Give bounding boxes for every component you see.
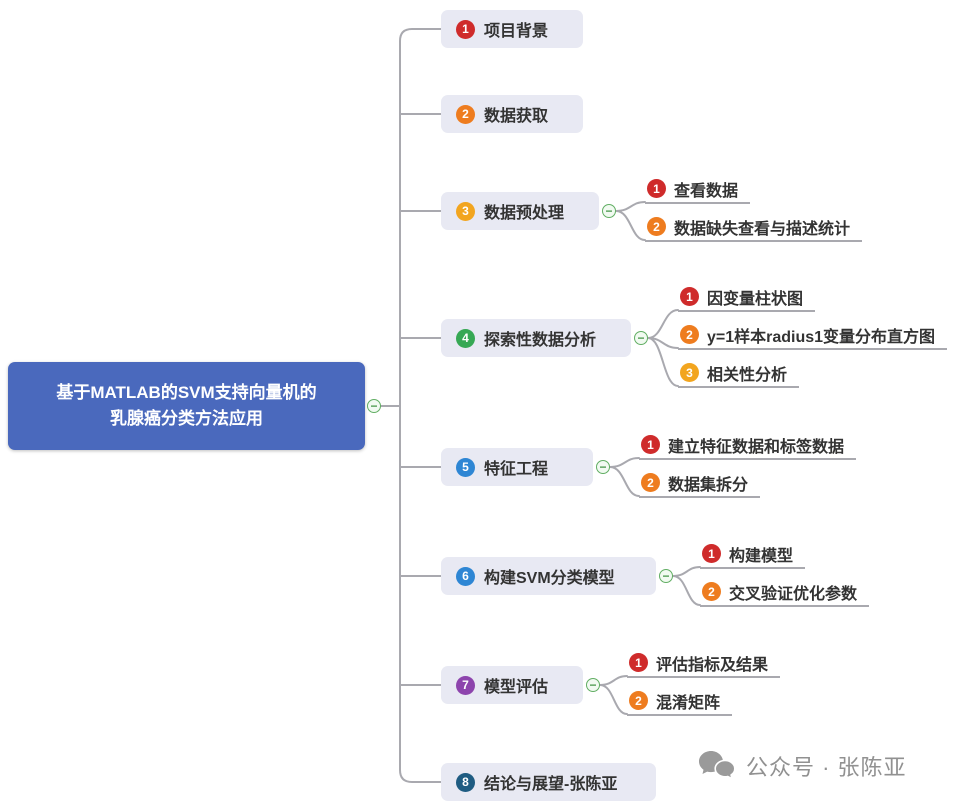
branch-build-svm-model[interactable]: 6 构建SVM分类模型 — [441, 557, 656, 595]
number-1-badge-icon: 1 — [680, 287, 699, 306]
minus-icon: − — [605, 204, 613, 218]
child-radius1-histogram[interactable]: 2 y=1样本radius1变量分布直方图 — [678, 323, 948, 350]
child-label: y=1样本radius1变量分布直方图 — [707, 328, 936, 346]
child-label: 数据缺失查看与描述统计 — [674, 220, 851, 238]
minus-icon: − — [637, 331, 645, 345]
minus-icon: − — [599, 460, 607, 474]
number-2-badge-icon: 2 — [456, 104, 475, 124]
collapse-button-root[interactable]: − — [367, 399, 381, 413]
branch-label: 结论与展望-张陈亚 — [484, 776, 618, 793]
number-2-badge-icon: 2 — [647, 217, 666, 236]
branch-label: 项目背景 — [484, 23, 549, 40]
branch-exploratory-data-analysis[interactable]: 4 探索性数据分析 — [441, 319, 631, 357]
child-label: 建立特征数据和标签数据 — [668, 438, 845, 456]
number-1-badge-icon: 1 — [456, 19, 475, 39]
minus-icon: − — [662, 569, 670, 583]
child-dataset-split[interactable]: 2 数据集拆分 — [639, 471, 761, 498]
branch-data-preprocessing[interactable]: 3 数据预处理 — [441, 192, 599, 230]
minus-icon: − — [589, 678, 597, 692]
number-1-badge-icon: 1 — [641, 435, 660, 454]
child-label: 查看数据 — [674, 182, 739, 200]
branch-data-acquisition[interactable]: 2 数据获取 — [441, 95, 583, 133]
number-1-badge-icon: 1 — [647, 179, 666, 198]
branch-conclusion-outlook[interactable]: 8 结论与展望-张陈亚 — [441, 763, 656, 801]
number-2-badge-icon: 2 — [629, 691, 648, 710]
child-label: 交叉验证优化参数 — [729, 585, 858, 603]
number-3-badge-icon: 3 — [680, 363, 699, 382]
number-1-badge-icon: 1 — [629, 653, 648, 672]
child-label: 评估指标及结果 — [656, 656, 769, 674]
child-label: 相关性分析 — [707, 366, 788, 384]
child-label: 数据集拆分 — [668, 476, 749, 494]
watermark-text: 公众号 · 张陈亚 — [746, 755, 907, 780]
watermark: 公众号 · 张陈亚 — [698, 750, 907, 782]
number-8-badge-icon: 8 — [456, 772, 475, 792]
child-view-data[interactable]: 1 查看数据 — [645, 177, 751, 204]
number-4-badge-icon: 4 — [456, 328, 475, 348]
collapse-button[interactable]: − — [634, 331, 648, 345]
child-build-model[interactable]: 1 构建模型 — [700, 542, 806, 569]
collapse-button[interactable]: − — [602, 204, 616, 218]
number-2-badge-icon: 2 — [680, 325, 699, 344]
official-account-icon — [699, 751, 736, 781]
number-1-badge-icon: 1 — [702, 544, 721, 563]
collapse-button[interactable]: − — [659, 569, 673, 583]
child-evaluation-metrics-results[interactable]: 1 评估指标及结果 — [627, 651, 781, 678]
child-correlation-analysis[interactable]: 3 相关性分析 — [678, 361, 800, 388]
number-2-badge-icon: 2 — [702, 582, 721, 601]
number-6-badge-icon: 6 — [456, 566, 475, 586]
collapse-button[interactable]: − — [596, 460, 610, 474]
branch-label: 数据获取 — [484, 108, 549, 125]
root-topic[interactable]: 基于MATLAB的SVM支持向量机的 乳腺癌分类方法应用 — [8, 362, 365, 450]
branch-label: 模型评估 — [484, 679, 549, 696]
child-cross-validation-tuning[interactable]: 2 交叉验证优化参数 — [700, 580, 870, 607]
child-dependent-variable-bar-chart[interactable]: 1 因变量柱状图 — [678, 285, 816, 312]
branch-feature-engineering[interactable]: 5 特征工程 — [441, 448, 593, 486]
collapse-button[interactable]: − — [586, 678, 600, 692]
child-label: 构建模型 — [729, 547, 794, 565]
number-7-badge-icon: 7 — [456, 675, 475, 695]
number-5-badge-icon: 5 — [456, 457, 475, 477]
child-missing-data-stats[interactable]: 2 数据缺失查看与描述统计 — [645, 215, 863, 242]
root-title-line1: 基于MATLAB的SVM支持向量机的 — [56, 382, 317, 402]
branch-model-evaluation[interactable]: 7 模型评估 — [441, 666, 583, 704]
root-title-line2: 乳腺癌分类方法应用 — [110, 409, 263, 428]
branch-project-background[interactable]: 1 项目背景 — [441, 10, 583, 48]
minus-icon: − — [370, 399, 378, 413]
branch-label: 数据预处理 — [484, 205, 565, 222]
child-build-feature-label-data[interactable]: 1 建立特征数据和标签数据 — [639, 433, 857, 460]
branch-label: 构建SVM分类模型 — [484, 570, 615, 587]
number-3-badge-icon: 3 — [456, 201, 475, 221]
child-label: 混淆矩阵 — [656, 694, 721, 712]
child-confusion-matrix[interactable]: 2 混淆矩阵 — [627, 689, 733, 716]
branch-label: 探索性数据分析 — [484, 332, 597, 349]
child-label: 因变量柱状图 — [707, 290, 804, 308]
branch-label: 特征工程 — [484, 461, 549, 478]
number-2-badge-icon: 2 — [641, 473, 660, 492]
